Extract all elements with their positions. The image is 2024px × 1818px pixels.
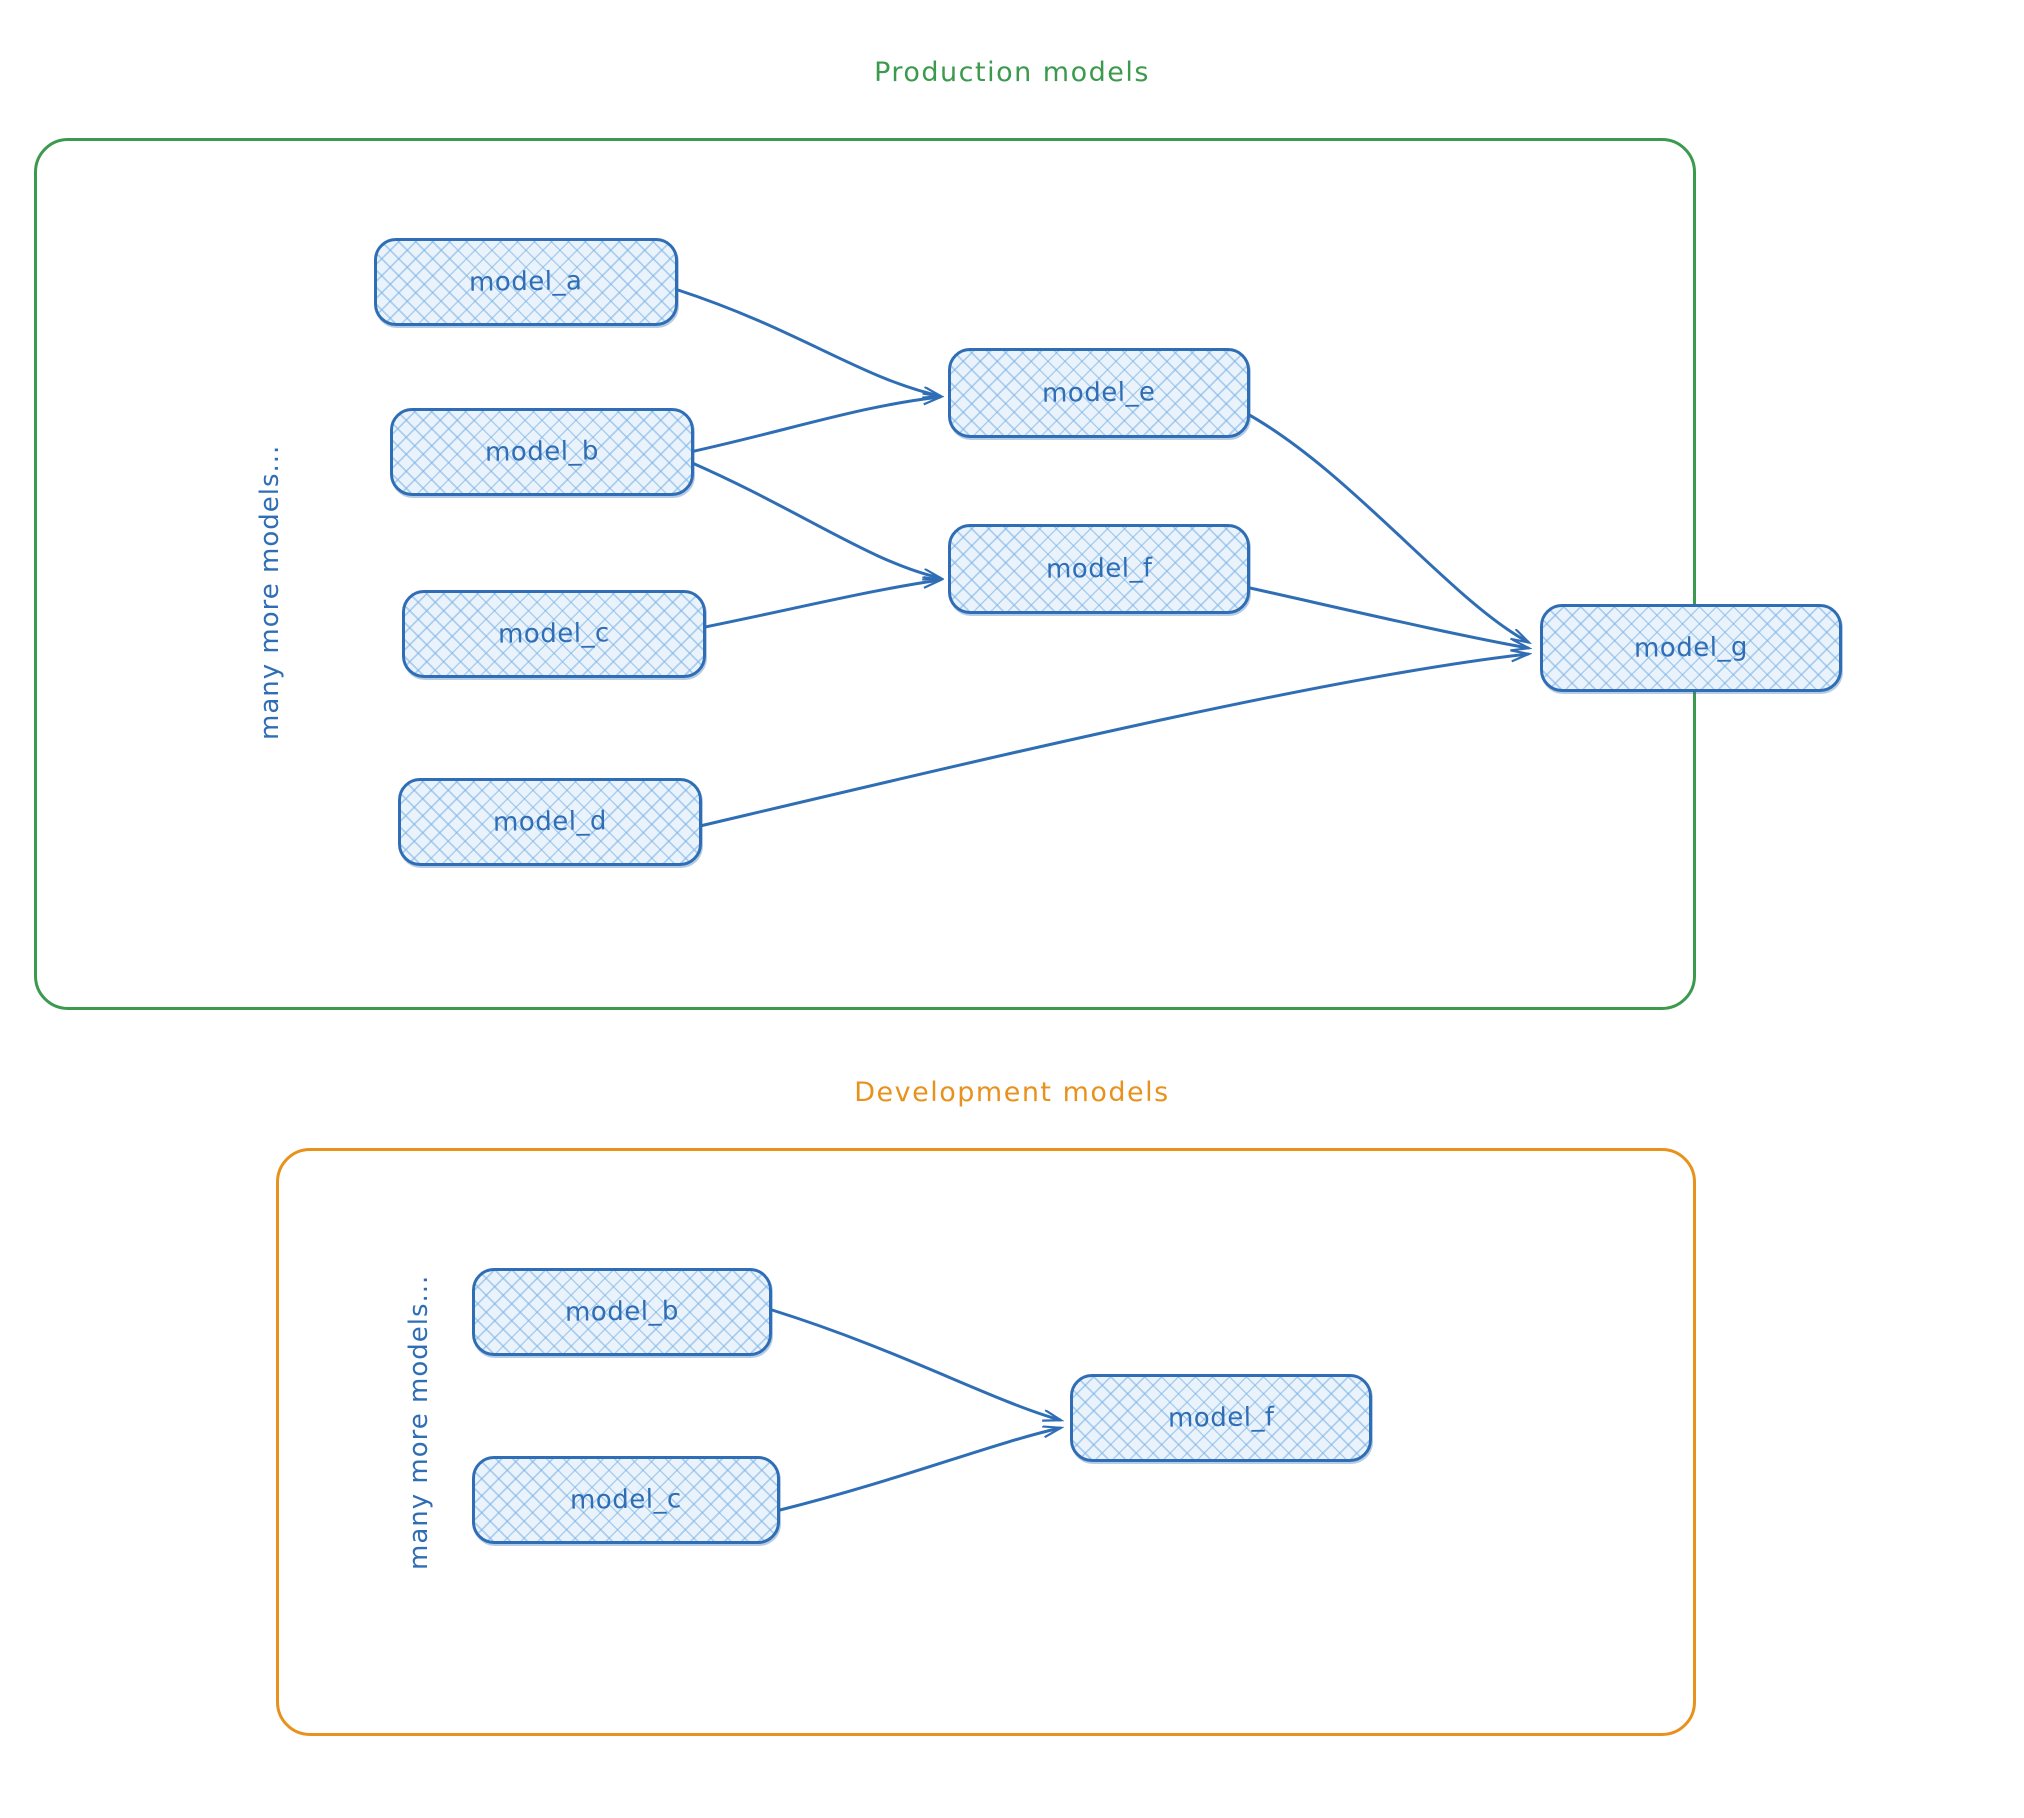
node-label: model_c [497,618,611,650]
node-label: model_f [1045,553,1153,585]
node-prod-model-c[interactable]: model_c [402,590,706,678]
node-dev-model-c[interactable]: model_c [472,1456,780,1544]
node-prod-model-d[interactable]: model_d [398,778,702,866]
edge-model-c-to-model-f [698,580,940,630]
node-prod-model-f[interactable]: model_f [948,524,1250,614]
node-label: model_b [484,436,600,468]
node-prod-model-g[interactable]: model_g [1540,604,1842,692]
edge-model-e-to-model-g [1242,410,1528,642]
node-prod-model-e[interactable]: model_e [948,348,1250,438]
edge-dev-model-c-to-model-f [778,1428,1060,1512]
production-many-more-models-label: many more models... [255,444,285,740]
node-label: model_e [1042,377,1156,409]
development-many-more-models-label: many more models... [404,1274,434,1570]
node-dev-model-f[interactable]: model_f [1070,1374,1372,1462]
node-label: model_a [469,266,583,298]
edge-dev-model-b-to-model-f [770,1308,1060,1420]
production-group-container [34,138,1696,1010]
node-label: model_g [1633,632,1749,664]
edge-model-d-to-model-g [698,654,1528,828]
node-prod-model-a[interactable]: model_a [374,238,678,326]
node-label: model_f [1167,1402,1275,1434]
node-label: model_d [492,806,608,838]
edge-model-b-to-model-f [688,460,940,578]
development-group-title: Development models [854,1077,1170,1108]
edge-model-a-to-model-e [676,288,940,396]
edge-model-b-to-model-e [688,397,940,454]
node-dev-model-b[interactable]: model_b [472,1268,772,1356]
production-group-title: Production models [874,57,1150,88]
node-prod-model-b[interactable]: model_b [390,408,694,496]
node-label: model_c [569,1484,683,1516]
development-group-container [276,1148,1696,1736]
node-label: model_b [564,1296,680,1328]
edge-model-f-to-model-g [1248,586,1528,648]
